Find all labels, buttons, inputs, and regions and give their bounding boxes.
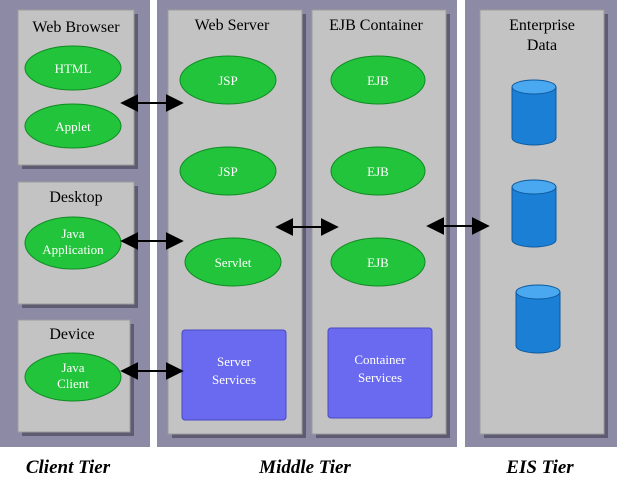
java-client-label-line1: Java: [61, 360, 84, 375]
enterprise-data-title-line1: Enterprise: [509, 17, 575, 34]
desktop-panel: Desktop Java Application: [17, 181, 138, 308]
ejb-label-2: EJB: [367, 164, 389, 179]
client-tier-label: Client Tier: [26, 457, 111, 478]
database-icon-1: [511, 79, 557, 146]
java-client-label-line2: Client: [57, 376, 89, 391]
web-browser-title: Web Browser: [32, 19, 120, 36]
java-application-label-line2: Application: [42, 242, 104, 257]
enterprise-data-panel: Enterprise Data: [479, 9, 608, 438]
container-services-label-line1: Container: [354, 352, 406, 367]
jsp-label-2: JSP: [218, 164, 238, 179]
ejb-label-3: EJB: [367, 255, 389, 270]
database-icon-2: [511, 179, 557, 248]
html-component: HTML: [24, 45, 122, 91]
applet-label: Applet: [55, 119, 91, 134]
jsp-label-1: JSP: [218, 73, 238, 88]
server-services-label-line2: Services: [212, 372, 256, 387]
ejb-component-1: EJB: [330, 55, 426, 105]
java-client-component: Java Client: [24, 352, 122, 402]
servlet-component: Servlet: [184, 237, 282, 287]
applet-component: Applet: [24, 103, 122, 149]
container-services-box: Container Services: [327, 327, 433, 419]
desktop-title: Desktop: [49, 189, 102, 206]
ejb-container-title: EJB Container: [329, 17, 423, 34]
database-icon-3: [515, 284, 561, 354]
ejb-component-2: EJB: [330, 146, 426, 196]
ejb-component-3: EJB: [330, 237, 426, 287]
device-panel: Device Java Client: [17, 319, 134, 436]
ejb-container-panel: EJB Container EJB EJB EJB Container Serv…: [311, 9, 450, 438]
server-services-label-line1: Server: [217, 354, 252, 369]
container-services-label-line2: Services: [358, 370, 402, 385]
java-application-label-line1: Java: [61, 226, 84, 241]
eis-tier-label: EIS Tier: [505, 457, 574, 478]
middle-tier-label: Middle Tier: [258, 457, 351, 478]
web-browser-panel: Web Browser HTML Applet: [17, 9, 138, 169]
connection-arrows: [120, 94, 490, 380]
ejb-label-1: EJB: [367, 73, 389, 88]
html-label: HTML: [55, 61, 92, 76]
jsp-component-2: JSP: [179, 146, 277, 196]
jsp-component-1: JSP: [179, 55, 277, 105]
server-services-box: Server Services: [181, 329, 287, 421]
java-application-component: Java Application: [24, 216, 122, 270]
web-server-title: Web Server: [195, 17, 270, 34]
servlet-label: Servlet: [215, 255, 252, 270]
device-title: Device: [49, 326, 94, 343]
enterprise-data-title-line2: Data: [527, 37, 557, 54]
web-server-panel: Web Server JSP JSP Servlet Server Servic…: [167, 9, 306, 438]
